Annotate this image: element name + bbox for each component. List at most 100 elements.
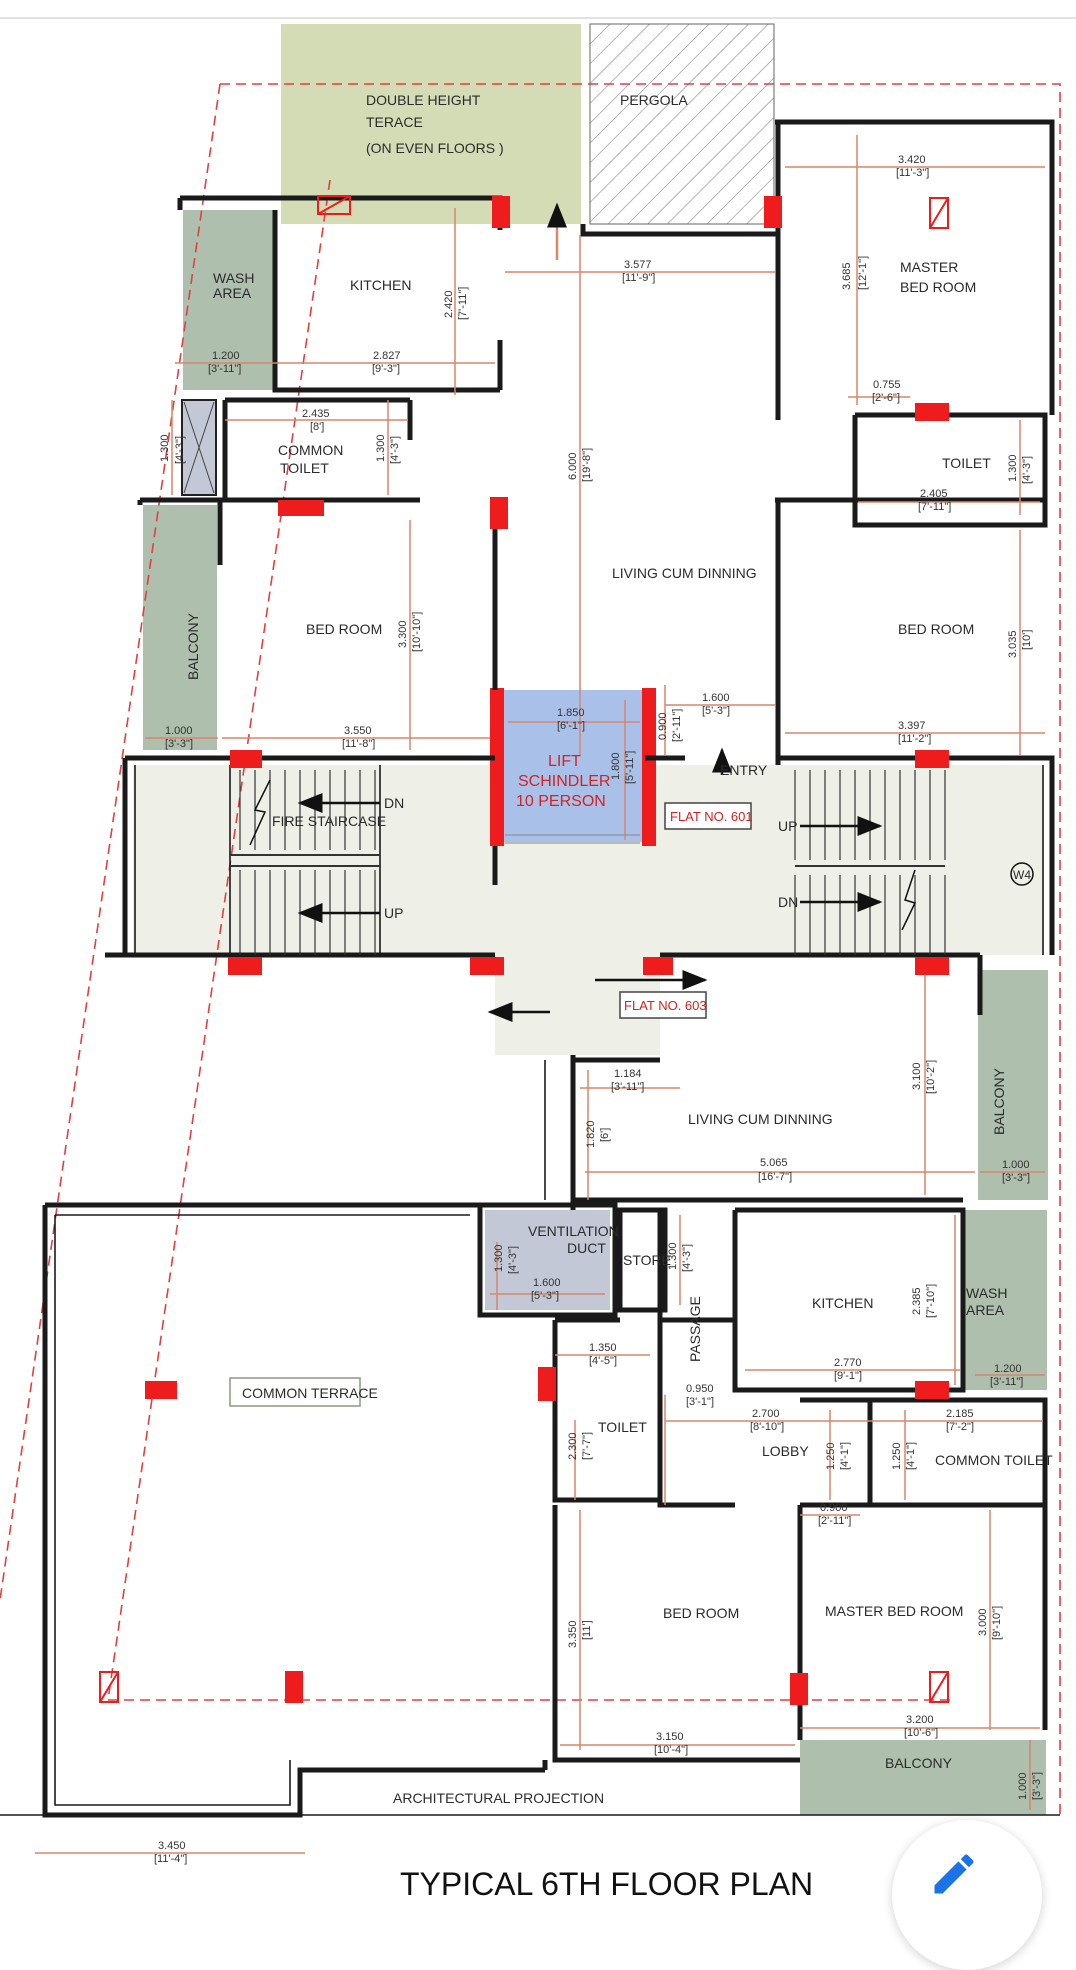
pencil-icon	[934, 1854, 974, 1894]
label-common-terrace: COMMON TERRACE	[242, 1385, 378, 1401]
dimension-label: [5'-3"]	[531, 1290, 559, 1302]
label-lift-3: 10 PERSON	[516, 793, 606, 810]
label-dn-left: DN	[384, 795, 404, 811]
dimension-label: [3'-3"]	[1002, 1172, 1030, 1184]
dimension-label: 1.300	[667, 1242, 679, 1270]
label-kitchen-bottom: KITCHEN	[812, 1295, 873, 1311]
floor-plan-drawing: DOUBLE HEIGHT TERACE (ON EVEN FLOORS ) P…	[0, 17, 1076, 1902]
label-toilet-bottom: TOILET	[598, 1419, 647, 1435]
label-w4: W4	[1013, 868, 1031, 882]
dimension-label: [3'-11"]	[611, 1081, 644, 1093]
label-vent-1: VENTILATION	[528, 1223, 619, 1239]
label-bed-bottom: BED ROOM	[663, 1605, 739, 1621]
dimension-label: 3.300	[397, 620, 409, 648]
pergola-area	[589, 23, 775, 225]
label-lift-2: SCHINDLER	[518, 773, 610, 790]
label-master-bed-bottom: MASTER BED ROOM	[825, 1603, 963, 1619]
dimension-label: 1.200	[994, 1363, 1022, 1375]
dimension-label: [10'-2"]	[925, 1060, 937, 1094]
dimension-label: [5'-3"]	[702, 705, 730, 717]
dimension-label: [3'-11"]	[990, 1376, 1023, 1388]
dimension-label: [4'-1"]	[905, 1442, 917, 1470]
label-wash-b-1: WASH	[966, 1285, 1007, 1301]
dimension-label: [10'-4"]	[654, 1744, 688, 1756]
balcony-left-area	[143, 505, 217, 750]
columns	[145, 196, 949, 1705]
edit-button[interactable]	[892, 1820, 1042, 1970]
dimension-label: 3.000	[977, 1608, 989, 1636]
dimension-label: 1.300	[375, 434, 387, 462]
dimension-label: [3'-1"]	[686, 1396, 714, 1408]
dimension-label: 3.350	[567, 1620, 579, 1648]
dimension-label: 6.000	[567, 452, 579, 480]
dimension-label: 1.200	[212, 350, 240, 362]
dimension-label: [4'-5"]	[589, 1355, 617, 1367]
dimension-label: 1.350	[589, 1342, 617, 1354]
dimension-label: 2.385	[911, 1287, 923, 1315]
label-balcony-left: BALCONY	[185, 612, 201, 680]
label-vent-2: DUCT	[567, 1240, 606, 1256]
lift-dim-h-ft: [5'-11"]	[624, 751, 636, 784]
dimension-lines	[35, 135, 1045, 1854]
dimension-label: 2.185	[946, 1408, 974, 1420]
double-height-terrace-area	[281, 24, 581, 224]
floor-plan-canvas: DOUBLE HEIGHT TERACE (ON EVEN FLOORS ) P…	[0, 17, 1076, 1902]
dimension-label: 3.577	[624, 259, 652, 271]
label-arch-projection: ARCHITECTURAL PROJECTION	[393, 1790, 604, 1806]
dimension-label: [4'-3"]	[174, 436, 186, 464]
dimension-label: 1.184	[614, 1068, 642, 1080]
label-fire-staircase: FIRE STAIRCASE	[272, 813, 386, 829]
dimension-label: [11'-3"]	[896, 167, 929, 179]
label-double-height-3: (ON EVEN FLOORS )	[366, 140, 504, 156]
balcony-right-area	[978, 970, 1048, 1200]
label-balcony-bottom: BALCONY	[885, 1755, 953, 1771]
label-common-toilet-1: COMMON	[278, 442, 343, 458]
dimension-label: 3.685	[841, 262, 853, 290]
label-flat-601: FLAT NO. 601	[670, 809, 753, 824]
dimension-label: [2'-11"]	[818, 1515, 851, 1527]
wash-area-bottom	[962, 1210, 1047, 1390]
dimension-label: 1.000	[1017, 1772, 1029, 1800]
walls	[42, 119, 1055, 1818]
label-entry: ENTRY	[720, 762, 768, 778]
dimension-label: 2.405	[920, 488, 948, 500]
dimension-label: [2'-11"]	[671, 709, 683, 742]
label-lift-1: LIFT	[548, 753, 581, 770]
label-lobby: LOBBY	[762, 1443, 809, 1459]
lift-dim-w-ft: [6'-1"]	[557, 720, 585, 732]
dimension-label: 0.755	[873, 379, 901, 391]
dimension-label: 2.435	[302, 408, 330, 420]
dimension-label: 1.300	[159, 434, 171, 462]
dimension-label: [8']	[310, 421, 324, 433]
dimension-label: [7'-7"]	[581, 1432, 593, 1460]
dimension-label: 3.550	[344, 725, 372, 737]
dimension-label: [11'-8"]	[342, 738, 375, 750]
lift-dim-h: 1.800	[610, 752, 622, 780]
label-pergola: PERGOLA	[620, 92, 688, 108]
projection-outline	[0, 83, 1061, 1815]
dimension-label: [6']	[599, 1128, 611, 1142]
dimension-label: 3.200	[906, 1714, 934, 1726]
label-kitchen-top: KITCHEN	[350, 277, 411, 293]
dimension-label: [19'-8"]	[581, 448, 593, 482]
label-dn-right: DN	[778, 894, 798, 910]
label-store: STORE	[623, 1252, 671, 1268]
dimension-label: 1.600	[533, 1277, 561, 1289]
lift-dim-w: 1.850	[557, 707, 585, 719]
dimension-label: [11'-9"]	[622, 272, 655, 284]
dimension-label: 3.150	[656, 1731, 684, 1743]
dimension-label: 0.900	[820, 1502, 848, 1514]
dimension-label: 1.000	[1002, 1159, 1030, 1171]
label-double-height-2: TERACE	[366, 114, 423, 130]
dimension-label: 1.300	[1007, 454, 1019, 482]
wash-area-top	[183, 210, 275, 390]
dimension-label: [7'-11"]	[918, 501, 951, 513]
dimension-label: [10']	[1021, 630, 1033, 650]
label-master-bed-2: BED ROOM	[900, 279, 976, 295]
dimension-label: [4'-3"]	[507, 1246, 519, 1274]
dimension-label: 1.250	[825, 1442, 837, 1470]
dimension-label: [9'-1"]	[834, 1370, 862, 1382]
dimension-label: [4'-3"]	[681, 1244, 693, 1272]
dimension-label: 3.420	[898, 154, 926, 166]
label-living-bottom: LIVING CUM DINNING	[688, 1111, 833, 1127]
